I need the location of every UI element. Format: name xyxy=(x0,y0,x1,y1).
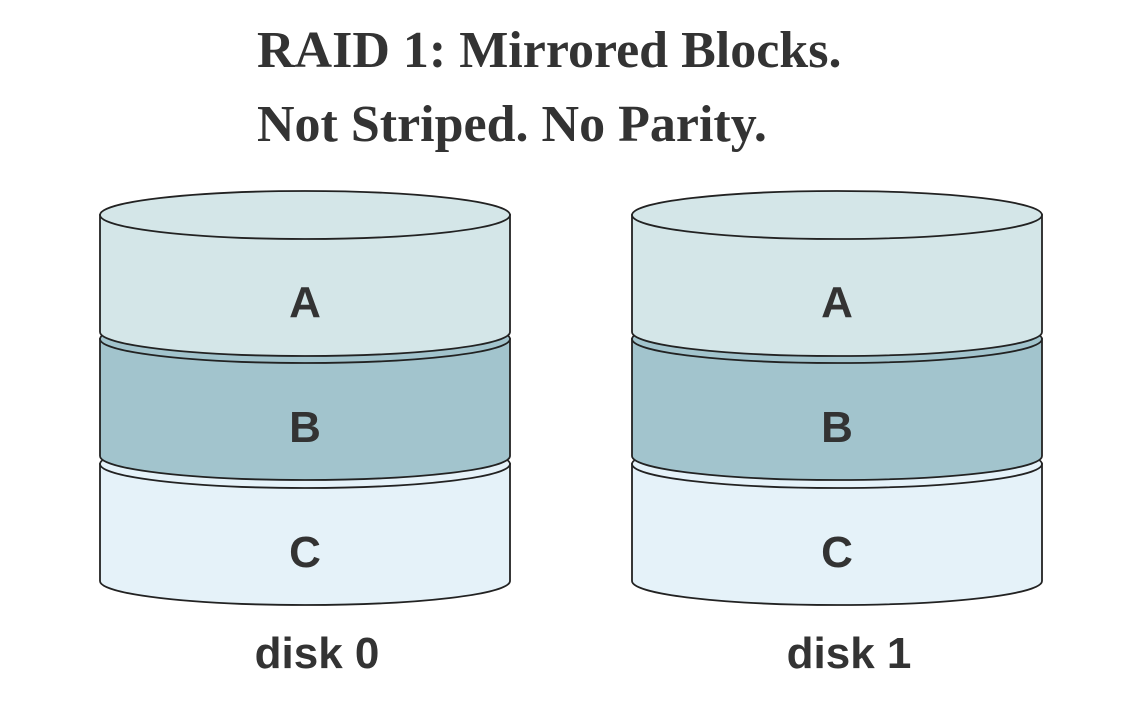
block-letter: B xyxy=(821,403,853,452)
disk-1-block-a: A xyxy=(631,190,1043,357)
title-line-2: Not Striped. No Parity. xyxy=(257,96,767,153)
block-body xyxy=(99,463,511,606)
disk-0-block-a: A xyxy=(99,190,511,357)
block-body xyxy=(99,338,511,481)
block-body xyxy=(99,214,511,357)
block-top xyxy=(99,190,511,240)
block-body xyxy=(631,463,1043,606)
disk-label: disk 0 xyxy=(255,629,380,678)
block-letter: C xyxy=(821,528,853,577)
block-top xyxy=(631,190,1043,240)
block-letter: C xyxy=(289,528,321,577)
diagram-title: RAID 1: Mirrored Blocks. Not Striped. No… xyxy=(257,14,841,162)
disk-label: disk 1 xyxy=(787,629,912,678)
block-body xyxy=(631,214,1043,357)
block-letter: A xyxy=(289,278,321,327)
title-line-1: RAID 1: Mirrored Blocks. xyxy=(257,22,842,79)
block-letter: A xyxy=(821,278,853,327)
block-body xyxy=(631,338,1043,481)
block-letter: B xyxy=(289,403,321,452)
